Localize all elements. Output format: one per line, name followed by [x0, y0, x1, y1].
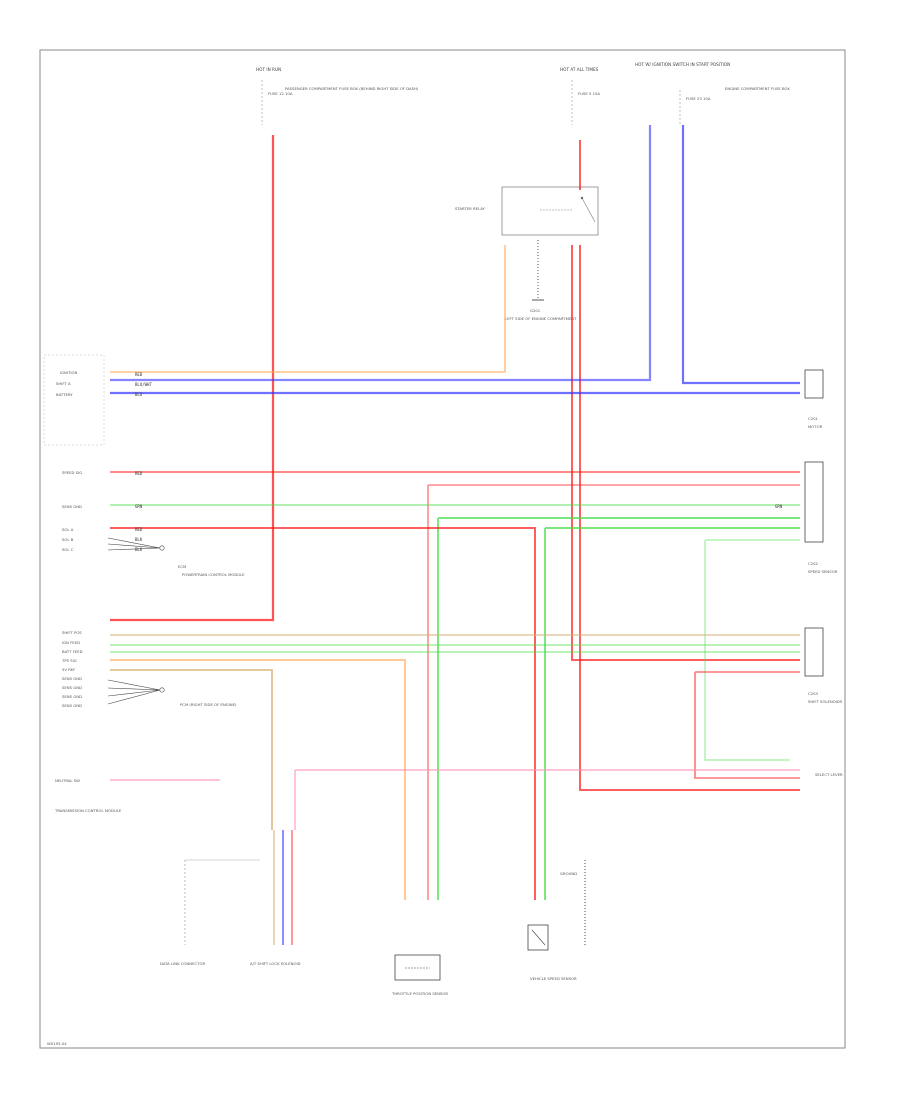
relay-label: STARTER RELAY	[455, 206, 485, 211]
pcm-bottom-label: PCM (RIGHT SIDE OF ENGINE)	[180, 702, 237, 707]
right-fuse-box-note: ENGINE COMPARTMENT FUSE BOX	[725, 86, 790, 91]
wire-red-relay-out-2	[579, 245, 800, 791]
wire-green-3	[544, 527, 800, 900]
fuse-left-label: FUSE 12 10A	[268, 91, 293, 96]
pin-label-7: SOL B	[62, 537, 74, 542]
pin-label-13: 5V REF	[62, 667, 75, 672]
wire-code-tags: RED BLU/WHT BLU RED GRN GRN RED BLK BLK	[135, 372, 783, 552]
ground-top-label: GROUND	[560, 871, 577, 876]
wire-code-6: GRN	[775, 504, 783, 509]
wire-code-1: RED	[135, 372, 143, 377]
bottom-component-dlc: DATA LINK CONNECTOR	[160, 961, 205, 966]
wire-orange-relay	[110, 245, 506, 373]
pin-label-15: SENS GND	[62, 685, 82, 690]
wire-pink	[110, 769, 800, 830]
wire-code-8: BLK	[135, 537, 143, 542]
wire-code-3: BLU	[135, 392, 143, 397]
wire-code-4: RED	[135, 471, 143, 476]
motor-label: MOTOR	[808, 424, 823, 429]
wire-tan-2	[110, 669, 273, 830]
right-label-1: SPEED SENSOR	[808, 569, 838, 574]
bottom-component-vss: VEHICLE SPEED SENSOR GROUND	[527, 871, 577, 981]
right-connector-2: C202 SPEED SENSOR	[804, 461, 838, 574]
wires	[110, 125, 800, 945]
pin-label-6: SOL A	[62, 527, 74, 532]
neutral-label: NEUTRAL SW	[55, 778, 80, 783]
wire-red-speed-drop	[427, 484, 800, 900]
pin-label-12: TPS SIG	[61, 658, 77, 663]
pin-label-8: SOL C	[62, 547, 74, 552]
top-center-fuse-callout: HOT AT ALL TIMES FUSE 5 15A	[560, 67, 600, 125]
wire-code-5: GRN	[135, 504, 143, 509]
right-connector-3: C203 SHIFT SOLENOIDS	[804, 627, 843, 704]
bottom-component-tps: THROTTLE POSITION SENSOR	[391, 954, 448, 996]
wire-red-relay-out-1	[571, 245, 800, 661]
pin-label-9: SHIFT POS	[62, 630, 82, 635]
right-label-3: SELECT LEVER	[815, 772, 843, 777]
bottom-label-1: DATA LINK CONNECTOR	[160, 961, 205, 966]
right-connector-3-label: C203	[808, 691, 818, 696]
wire-code-2: BLU/WHT	[135, 382, 152, 387]
pin-label-5: SENS GND	[62, 504, 82, 509]
pin-label-4: SPEED SIG	[62, 470, 82, 475]
wire-green-4	[704, 539, 800, 761]
module-label: TRANSMISSION CONTROL MODULE	[54, 808, 122, 813]
ecm-label-2: POWERTRAIN CONTROL MODULE	[182, 572, 245, 577]
right-connector-1-label: C201	[808, 416, 818, 421]
pin-label-16: SENS GND	[62, 694, 82, 699]
wire-red-right-loop	[694, 671, 800, 779]
bottom-label-4: VEHICLE SPEED SENSOR	[530, 976, 577, 981]
bottom-label-3: THROTTLE POSITION SENSOR	[391, 991, 448, 996]
wire-red-sol-a	[110, 527, 536, 900]
wire-code-9: BLK	[135, 547, 143, 552]
pin-label-3: BATTERY	[56, 392, 73, 397]
right-connector-1: C201 MOTOR	[804, 369, 824, 429]
top-right-fuse-callout: HOT W/ IGNITION SWITCH IN START POSITION…	[635, 62, 790, 125]
bottom-label-2: A/T SHIFT LOCK SOLENOID	[250, 961, 301, 966]
left-pin-connectors: IGNITION SHIFT A BATTERY SPEED SIG SENS …	[43, 354, 245, 813]
fuse-right-label: FUSE 23 10A	[686, 96, 711, 101]
left-fuse-box-note: PASSENGER COMPARTMENT FUSE BOX (BEHIND R…	[285, 86, 419, 91]
wire-code-7: RED	[135, 527, 143, 532]
pin-label-14: SENS GND	[62, 676, 82, 681]
wire-blue-1	[110, 125, 652, 382]
right-connector-2-label: C202	[808, 561, 818, 566]
fuse-center-label: FUSE 5 15A	[578, 91, 600, 96]
pin-label-10: IGN FEED	[62, 640, 80, 645]
pin-label-2: SHIFT A	[56, 381, 71, 386]
pin-label-17: SENS GND	[62, 703, 82, 708]
pin-label-11: BATT FEED	[62, 649, 83, 654]
g-upper-label: G201	[530, 308, 541, 313]
bottom-component-shift-lock: A/T SHIFT LOCK SOLENOID	[250, 961, 301, 966]
wire-red-left-vertical	[110, 135, 275, 622]
wire-blue-2	[681, 125, 800, 385]
top-left-fuse-callout: HOT IN RUN FUSE 12 10A PASSENGER COMPART…	[256, 67, 419, 125]
right-label-2: SHIFT SOLENOIDS	[808, 699, 843, 704]
hot-w-ignition-label: HOT W/ IGNITION SWITCH IN START POSITION	[635, 62, 730, 67]
diagram-id: W0193-04	[47, 1041, 67, 1046]
hot-in-run-label: HOT IN RUN	[256, 67, 281, 72]
pin-label-1: IGNITION	[60, 370, 77, 375]
starter-relay: STARTER RELAY LEFT SIDE OF ENGINE COMPAR…	[455, 186, 599, 321]
diagram-frame	[39, 49, 846, 1049]
wire-green-2	[437, 517, 800, 900]
wire-orange-2	[110, 659, 406, 900]
hot-at-all-times-label: HOT AT ALL TIMES	[560, 67, 599, 72]
under-relay-note: LEFT SIDE OF ENGINE COMPARTMENT	[505, 316, 577, 321]
ecm-label-1: ECM	[178, 564, 186, 569]
right-connector-4: SELECT LEVER	[815, 772, 843, 777]
